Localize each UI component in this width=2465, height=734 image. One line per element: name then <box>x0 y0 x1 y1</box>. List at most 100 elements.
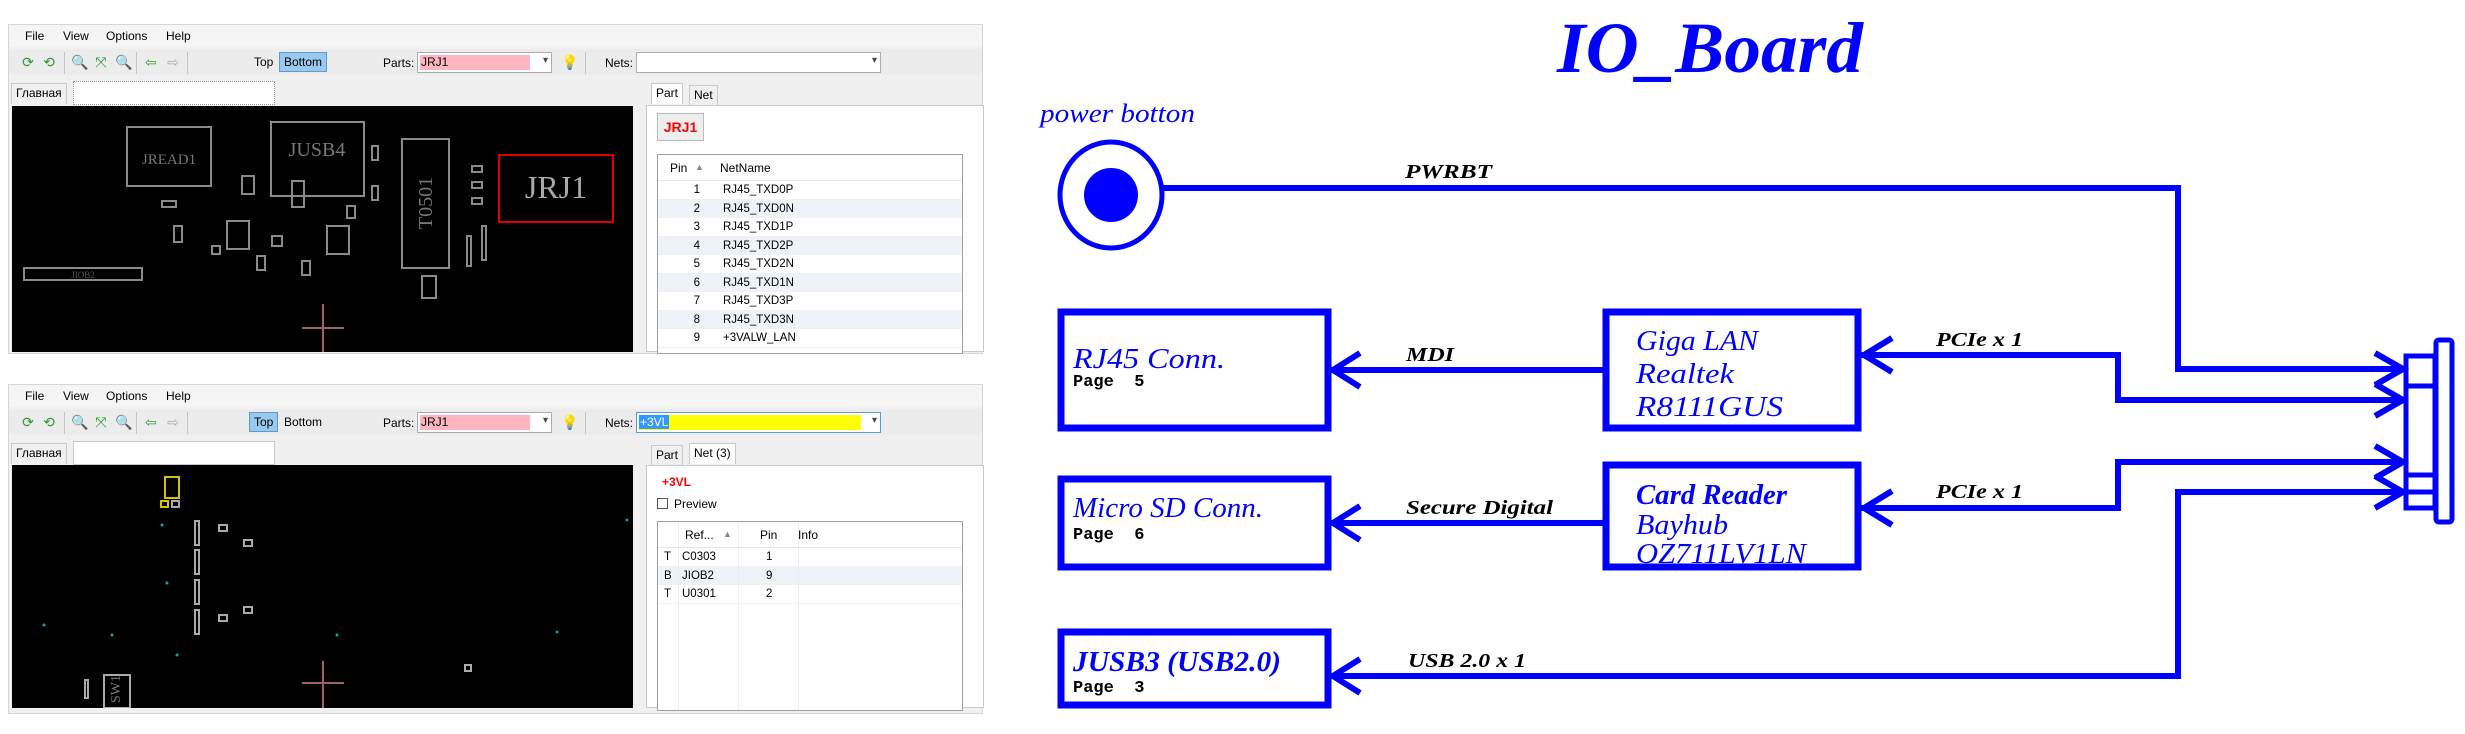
doc-tab-main[interactable]: Главная <box>11 443 67 464</box>
box-microsd <box>1057 475 1332 571</box>
toolbar-separator <box>585 412 586 434</box>
part-ic[interactable] <box>326 225 350 255</box>
chevron-down-icon[interactable]: ▾ <box>871 55 877 66</box>
forward-arrow-icon[interactable]: ⇨ <box>167 54 179 70</box>
bulb-icon[interactable]: 💡 <box>561 414 579 430</box>
menu-file[interactable]: File <box>25 29 45 43</box>
layer-bottom-button[interactable]: Bottom <box>284 415 323 429</box>
power-button-label: power botton <box>1038 99 1195 128</box>
layer-bottom-button[interactable]: Bottom <box>279 52 328 72</box>
part-jiob2[interactable] <box>23 267 143 281</box>
net-highlight: +3VL <box>639 415 861 430</box>
nets-value[interactable]: +3VL <box>639 415 670 429</box>
arrow-left-icon <box>1327 350 1362 390</box>
arrow-left-icon <box>1327 656 1362 696</box>
preview-checkbox[interactable] <box>657 498 668 509</box>
cell-pin: 2 <box>766 588 773 600</box>
doc-tab-input[interactable] <box>73 441 275 465</box>
refresh-icon[interactable]: ⟳ <box>22 54 34 70</box>
doc-tab-input[interactable] <box>73 81 275 105</box>
layer-top-button[interactable]: Top <box>249 412 279 432</box>
wire-usb <box>1331 489 2405 679</box>
table-header: Pin ▲ NetName <box>658 155 962 181</box>
refresh-icon[interactable]: ⟳ <box>22 414 34 430</box>
parts-combo[interactable]: JRJ1 ▾ <box>417 412 552 433</box>
cell-pin: 7 <box>693 295 700 307</box>
arrow-right-icon <box>2373 381 2410 419</box>
crosshair <box>302 304 344 352</box>
column-pin[interactable]: Pin <box>670 161 688 175</box>
part-t0501[interactable] <box>401 138 450 269</box>
nets-combo[interactable]: ▾ <box>636 52 881 73</box>
menu-file[interactable]: File <box>25 389 45 403</box>
tab-net[interactable]: Net <box>689 85 718 105</box>
forward-arrow-icon[interactable]: ⇨ <box>167 414 179 430</box>
column-netname[interactable]: NetName <box>720 161 771 175</box>
menu-view[interactable]: View <box>63 29 89 43</box>
back-arrow-icon[interactable]: ⇦ <box>145 414 157 430</box>
tab-part[interactable]: Part <box>651 83 684 104</box>
reload-icon[interactable]: ⟲ <box>43 414 55 430</box>
column-info[interactable]: Info <box>798 528 819 542</box>
chevron-down-icon[interactable]: ▾ <box>542 55 548 66</box>
menu-options[interactable]: Options <box>106 389 148 403</box>
table-row[interactable]: 9+3VALW_LAN <box>658 329 962 348</box>
zoom-out-icon[interactable]: 🔍 <box>115 414 133 430</box>
crosshair <box>302 661 344 708</box>
part-ic[interactable] <box>226 220 250 250</box>
cell-ref: C0303 <box>682 551 716 563</box>
menu-help[interactable]: Help <box>166 29 191 43</box>
column-pin[interactable]: Pin <box>760 528 778 542</box>
chevron-down-icon[interactable]: ▾ <box>542 415 548 426</box>
board-canvas[interactable]: JREAD1 JUSB4 T0501 JRJ1 JIOB2 <box>12 106 633 352</box>
cell-netname: RJ45_TXD2P <box>723 239 794 252</box>
board-canvas[interactable]: SW1 <box>12 465 633 708</box>
menu-options[interactable]: Options <box>106 29 148 43</box>
part-jread1[interactable] <box>126 126 212 187</box>
part-highlighted[interactable] <box>164 476 180 499</box>
layer-top-button[interactable]: Top <box>254 55 274 69</box>
bulb-icon[interactable]: 💡 <box>561 54 579 70</box>
parts-value[interactable]: JRJ1 <box>420 415 530 430</box>
zoom-in-icon[interactable]: 🔍 <box>71 414 89 430</box>
menu-view[interactable]: View <box>63 389 89 403</box>
back-arrow-icon[interactable]: ⇦ <box>145 54 157 70</box>
fit-icon[interactable]: ⤧ <box>95 414 107 430</box>
part-jrj1-selected[interactable] <box>498 154 614 223</box>
reload-icon[interactable]: ⟲ <box>43 54 55 70</box>
doc-tab-main[interactable]: Главная <box>11 83 67 104</box>
menu-help[interactable]: Help <box>166 389 191 403</box>
parts-label: Parts: <box>383 416 415 430</box>
part-button[interactable]: JRJ1 <box>657 113 704 141</box>
zoom-in-icon[interactable]: 🔍 <box>71 54 89 70</box>
arrow-right-icon <box>2373 350 2410 388</box>
parts-value[interactable]: JRJ1 <box>420 55 530 70</box>
part-jusb4[interactable] <box>270 121 365 197</box>
tab-net[interactable]: Net (3) <box>689 443 736 464</box>
zoom-out-icon[interactable]: 🔍 <box>115 54 133 70</box>
tab-part[interactable]: Part <box>651 445 684 465</box>
column-ref[interactable]: Ref... <box>685 528 714 542</box>
label-jiob2: JIOB2 <box>71 270 95 280</box>
parts-combo[interactable]: JRJ1 ▾ <box>417 52 552 73</box>
diagram-title: IO_Board <box>1556 8 1864 88</box>
chevron-down-icon[interactable]: ▾ <box>871 415 877 426</box>
part-sw1[interactable] <box>103 674 131 708</box>
cell-netname: RJ45_TXD1N <box>723 276 794 289</box>
fit-icon[interactable]: ⤧ <box>95 54 107 70</box>
nets-combo[interactable]: +3VL ▾ <box>636 412 881 433</box>
